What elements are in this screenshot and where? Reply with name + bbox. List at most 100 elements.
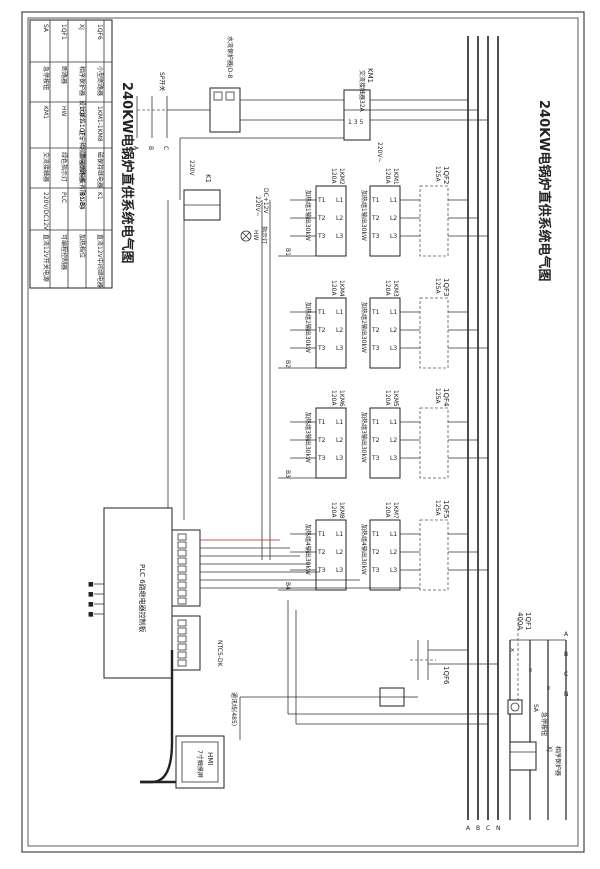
relay-a — [369, 519, 401, 591]
heater-output-label: 加热组2输出30kW — [360, 302, 368, 353]
load-contact: T1 — [371, 309, 380, 316]
relay-b-rating: 120A — [330, 168, 337, 184]
line-contact: L1 — [336, 419, 343, 426]
legend-cell: 磁保持继电器 — [96, 152, 104, 188]
group-breaker-label: 1QF2 — [442, 166, 450, 184]
outer-frame — [21, 11, 585, 853]
main-breaker-label: 1QF1 — [524, 612, 532, 630]
line-contact: L2 — [336, 215, 343, 222]
legend-cell: 加热档位 — [78, 234, 86, 258]
tap-label: B3 — [284, 470, 291, 478]
phase-label-c: C — [564, 671, 568, 678]
load-contact: T1 — [371, 419, 380, 426]
relay-b — [315, 407, 347, 479]
comm-cable — [140, 650, 176, 784]
legend-cell: 220V/DC12V — [42, 192, 49, 231]
plc-output-terminal — [177, 573, 187, 581]
plc-output-terminal — [177, 549, 187, 557]
legend-cell: 直流12V中间继电器 — [96, 234, 104, 288]
sp-term-c: C — [162, 146, 169, 150]
legend-cell: B1-B4 — [78, 192, 85, 210]
line-contact: L3 — [336, 567, 343, 574]
heater-output-label: 加热组4输出30kW — [360, 524, 368, 575]
heater-output-label: 加热组3输出30kW — [360, 412, 368, 463]
legend-cell: 急停按钮 — [42, 66, 50, 90]
relay-b-label: 1KM8 — [338, 502, 345, 519]
line-contact: L2 — [336, 549, 343, 556]
group-breaker-label: 1QF4 — [442, 388, 450, 407]
load-contact: T1 — [317, 419, 326, 426]
relay-a-label: 1KM3 — [392, 280, 399, 297]
relay-k1 — [183, 189, 221, 221]
psu-box-bottom — [239, 687, 418, 740]
plc-output-terminal — [177, 597, 187, 605]
load-contact: T2 — [317, 437, 326, 444]
plc-output-wiring — [200, 539, 420, 589]
line-contact: L3 — [336, 345, 343, 352]
load-contact: T3 — [371, 455, 380, 462]
km1-desc: 交流接触器32A — [358, 70, 366, 113]
plc-output-terminal — [177, 565, 187, 573]
load-contact: T1 — [317, 531, 326, 538]
load-contact: T2 — [371, 215, 380, 222]
legend-cell: 绿色指示灯 — [60, 152, 68, 182]
line-contact: L3 — [390, 455, 397, 462]
svg-text:■: ■ — [88, 601, 94, 608]
v220-label-c: 220V~ — [254, 196, 261, 217]
line-contact: L1 — [390, 309, 397, 316]
heater-output-label: 加热组1输出30kW — [360, 190, 368, 241]
group-breaker — [419, 519, 449, 591]
legend-cell: SA — [42, 24, 49, 33]
hw-desc: 指示灯 — [260, 226, 268, 244]
hmi-touchscreen — [175, 735, 225, 789]
water-flow-guard — [209, 87, 241, 133]
relay-a-label: 1KM7 — [392, 502, 399, 519]
relay-a — [369, 185, 401, 257]
legend-cell: 相序保护器 — [78, 66, 86, 96]
legend-cell: 漏电断路器 — [78, 152, 86, 182]
legend-cell: K1 — [96, 192, 103, 200]
svg-text:■: ■ — [88, 611, 94, 618]
legend-cell: 1QF6 — [96, 24, 103, 40]
relay-b-label: 1KM2 — [338, 168, 345, 185]
plc-left-io: ■ ■ ■ ■ — [88, 581, 104, 618]
tap-label: B4 — [284, 582, 291, 590]
heater-group: 1QF4125A1KM5120A1KM6120AL1T1L1T1L2T2L2T2… — [278, 388, 488, 479]
k1-label: K1 — [204, 174, 212, 183]
load-contact: T1 — [371, 531, 380, 538]
phase-label-n: N — [564, 691, 569, 698]
load-contact: T3 — [371, 233, 380, 240]
comm-label: 通讯线(485) — [230, 692, 238, 726]
group-breaker-label: 1QF3 — [442, 278, 450, 296]
load-contact: T1 — [371, 197, 380, 204]
line-contact: L2 — [390, 437, 397, 444]
plc-output-terminal — [177, 533, 187, 541]
main-breaker: × × × — [510, 618, 551, 700]
group-breaker-rating: 125A — [434, 500, 441, 516]
legend-cell: XJ — [78, 24, 85, 30]
relay-a — [369, 407, 401, 479]
tap-label: B2 — [284, 360, 291, 368]
plc-input-terminal — [177, 627, 187, 635]
heater-group: 1QF2125A1KM1120A1KM2120AL1T1L1T1L2T2L2T2… — [278, 166, 488, 257]
line-contact: L3 — [390, 233, 397, 240]
hmi-desc: 7寸触摸屏 — [196, 750, 204, 778]
line-contact: L2 — [390, 215, 397, 222]
load-contact: T2 — [371, 437, 380, 444]
legend-cell: 小型断路器 — [96, 66, 104, 96]
aux-breaker — [410, 640, 498, 680]
ntc-label: NTC5-DK — [216, 640, 223, 668]
heater-group: 1QF3125A1KM3120A1KM4120AL1T1L1T1L2T2L2T2… — [278, 278, 488, 369]
group-breaker — [419, 297, 449, 369]
line-contact: L3 — [390, 345, 397, 352]
load-contact: T2 — [317, 327, 326, 334]
heater-output-label: 加热组1输出30kW — [304, 190, 312, 241]
hw-label: HW — [252, 230, 259, 241]
plc-output-terminal — [177, 541, 187, 549]
svg-text:×: × — [510, 647, 515, 654]
svg-text:■: ■ — [88, 591, 94, 598]
legend-cell: KM1 — [42, 106, 49, 119]
xj-desc: 相序保护器 — [554, 746, 562, 776]
plc-input-terminal — [177, 635, 187, 643]
